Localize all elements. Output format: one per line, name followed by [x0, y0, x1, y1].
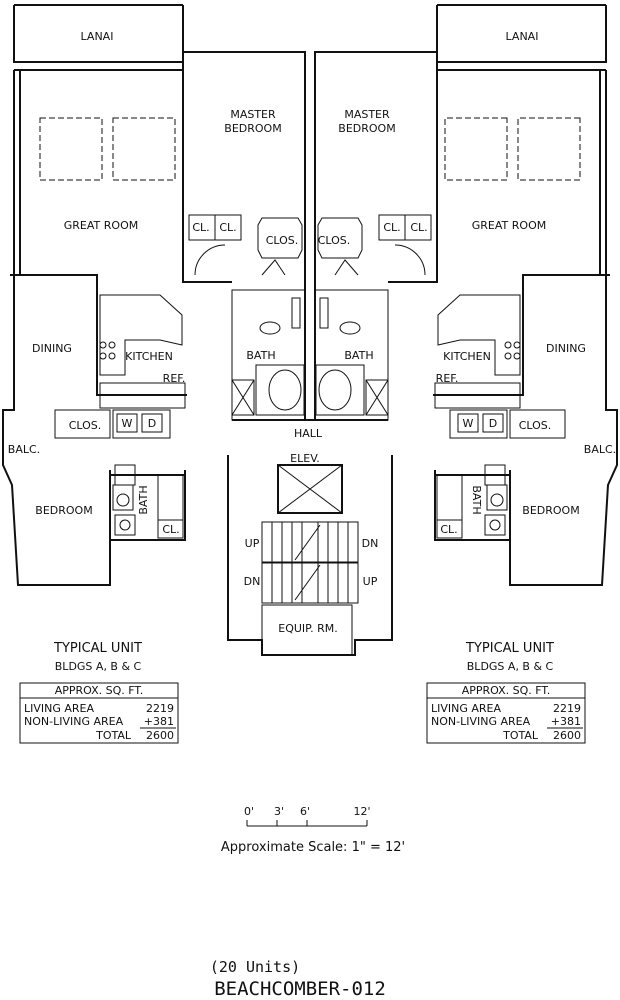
clos-laundry-label-left: CLOS. — [69, 419, 102, 432]
cl-bath-label-left: CL. — [162, 523, 179, 536]
hall-label: HALL — [294, 427, 323, 440]
stair-up-label-1: UP — [245, 537, 260, 550]
washer-label-right: W — [463, 417, 474, 430]
plan-name: BEACHCOMBER-012 — [214, 978, 386, 1000]
scale-tick-0: 0' — [244, 805, 254, 818]
total-value-right: 2600 — [553, 729, 581, 742]
dryer-label-right: D — [489, 417, 497, 430]
typical-unit-subtitle-right: BLDGS A, B & C — [467, 660, 554, 673]
bath-label-left: BATH — [246, 349, 275, 362]
unit-right — [314, 4, 618, 586]
ref-label-right: REF. — [436, 372, 459, 385]
bedroom-label-right: BEDROOM — [522, 504, 579, 517]
equip-room-label: EQUIP. RM. — [278, 622, 337, 635]
sqft-header-right: APPROX. SQ. FT. — [462, 684, 551, 697]
total-label-right: TOTAL — [502, 729, 539, 742]
bath-bedroom-label-left: BATH — [137, 485, 150, 514]
stair-dn-label-1: DN — [362, 537, 379, 550]
scale-bar: 0' 3' 6' 12' Approximate Scale: 1" = 12' — [221, 805, 405, 855]
dining-label-left: DINING — [32, 342, 72, 355]
bedroom-label-left: BEDROOM — [35, 504, 92, 517]
cl-label-1: CL. — [192, 221, 209, 234]
stair-dn-label-2: DN — [244, 575, 261, 588]
balc-label-left: BALC. — [8, 443, 40, 456]
dining-label-right: DINING — [546, 342, 586, 355]
living-area-label-right: LIVING AREA — [431, 702, 502, 715]
kitchen-label-right: KITCHEN — [443, 350, 491, 363]
stair-up-label-2: UP — [363, 575, 378, 588]
total-label-left: TOTAL — [95, 729, 132, 742]
scale-tick-3: 3' — [274, 805, 284, 818]
living-area-label-left: LIVING AREA — [24, 702, 95, 715]
cl-bath-label-right: CL. — [440, 523, 457, 536]
clos-label-left: CLOS. — [266, 234, 299, 247]
cl-label-4: CL. — [410, 221, 427, 234]
room-labels: LANAI LANAI MASTER BEDROOM MASTER BEDROO… — [8, 30, 616, 635]
sqft-header-left: APPROX. SQ. FT. — [55, 684, 144, 697]
typical-unit-title-left: TYPICAL UNIT — [53, 641, 142, 656]
dryer-label-left: D — [148, 417, 156, 430]
kitchen-label-left: KITCHEN — [125, 350, 173, 363]
great-room-label-left: GREAT ROOM — [64, 219, 138, 232]
living-area-value-right: 2219 — [553, 702, 581, 715]
lanai-label-left: LANAI — [81, 30, 114, 43]
washer-label-left: W — [122, 417, 133, 430]
nonliving-area-value-right: +381 — [551, 715, 581, 728]
clos-label-right: CLOS. — [318, 234, 351, 247]
balc-label-right: BALC. — [584, 443, 616, 456]
nonliving-area-label-left: NON-LIVING AREA — [24, 715, 124, 728]
sqft-table-left: TYPICAL UNIT BLDGS A, B & C APPROX. SQ. … — [19, 641, 179, 744]
ref-label-left: REF. — [163, 372, 186, 385]
typical-unit-title-right: TYPICAL UNIT — [465, 641, 554, 656]
master-bedroom-label-right-2: BEDROOM — [338, 122, 395, 135]
bath-bedroom-label-right: BATH — [470, 485, 483, 514]
lanai-label-right: LANAI — [506, 30, 539, 43]
typical-unit-subtitle-left: BLDGS A, B & C — [55, 660, 142, 673]
bath-label-right: BATH — [344, 349, 373, 362]
units-note: (20 Units) — [210, 958, 300, 976]
scale-caption: Approximate Scale: 1" = 12' — [221, 840, 405, 855]
nonliving-area-label-right: NON-LIVING AREA — [431, 715, 531, 728]
nonliving-area-value-left: +381 — [144, 715, 174, 728]
master-bedroom-label-right-1: MASTER — [344, 108, 390, 121]
scale-tick-12: 12' — [353, 805, 370, 818]
master-bedroom-label-left-2: BEDROOM — [224, 122, 281, 135]
core — [227, 419, 393, 656]
clos-laundry-label-right: CLOS. — [519, 419, 552, 432]
unit-left — [2, 4, 306, 586]
cl-label-3: CL. — [383, 221, 400, 234]
scale-tick-6: 6' — [300, 805, 310, 818]
cl-label-2: CL. — [219, 221, 236, 234]
master-bedroom-label-left-1: MASTER — [230, 108, 276, 121]
total-value-left: 2600 — [146, 729, 174, 742]
elev-label: ELEV. — [290, 452, 320, 465]
sqft-table-right: TYPICAL UNIT BLDGS A, B & C APPROX. SQ. … — [426, 641, 586, 744]
great-room-label-right: GREAT ROOM — [472, 219, 546, 232]
living-area-value-left: 2219 — [146, 702, 174, 715]
